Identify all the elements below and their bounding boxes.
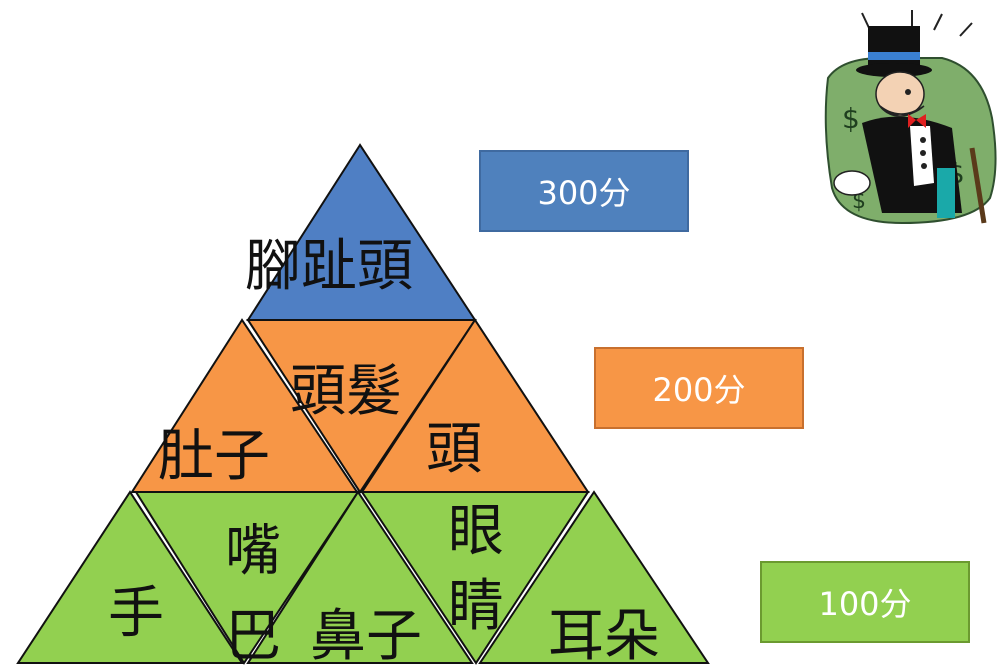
label-middle-left: 肚子: [158, 424, 270, 489]
label-bottom-4-line-2: 睛: [448, 574, 504, 639]
score-text-200: 200分: [652, 371, 746, 409]
label-bottom-4-line-1: 眼: [448, 499, 504, 564]
pyramid-bottom-triangle-1: [16, 490, 244, 664]
monopoly-man-icon: $ $ $: [822, 8, 1000, 228]
score-box-300: 300分: [479, 150, 689, 232]
score-box-200: 200分: [594, 347, 804, 429]
label-middle-center: 頭髮: [290, 359, 402, 424]
label-bottom-5: 耳朵: [548, 604, 660, 668]
svg-text:$: $: [842, 102, 860, 135]
label-bottom-3: 鼻子: [310, 604, 422, 668]
pyramid-bottom-triangle-3: [246, 490, 474, 664]
score-box-100: 100分: [760, 561, 970, 643]
label-middle-right: 頭: [426, 417, 482, 482]
pyramid-bottom-triangle-5: [478, 490, 710, 664]
score-text-100: 100分: [818, 585, 912, 623]
label-bottom-2-line-2: 巴: [225, 604, 281, 668]
label-bottom-2-line-1: 嘴: [225, 519, 281, 584]
score-text-300: 300分: [537, 174, 631, 212]
pyramid-bottom-triangle-2: [134, 491, 360, 665]
label-bottom-1: 手: [108, 581, 164, 646]
label-top: 腳趾頭: [245, 234, 413, 299]
pyramid-bottom-triangle-4: [360, 491, 590, 665]
